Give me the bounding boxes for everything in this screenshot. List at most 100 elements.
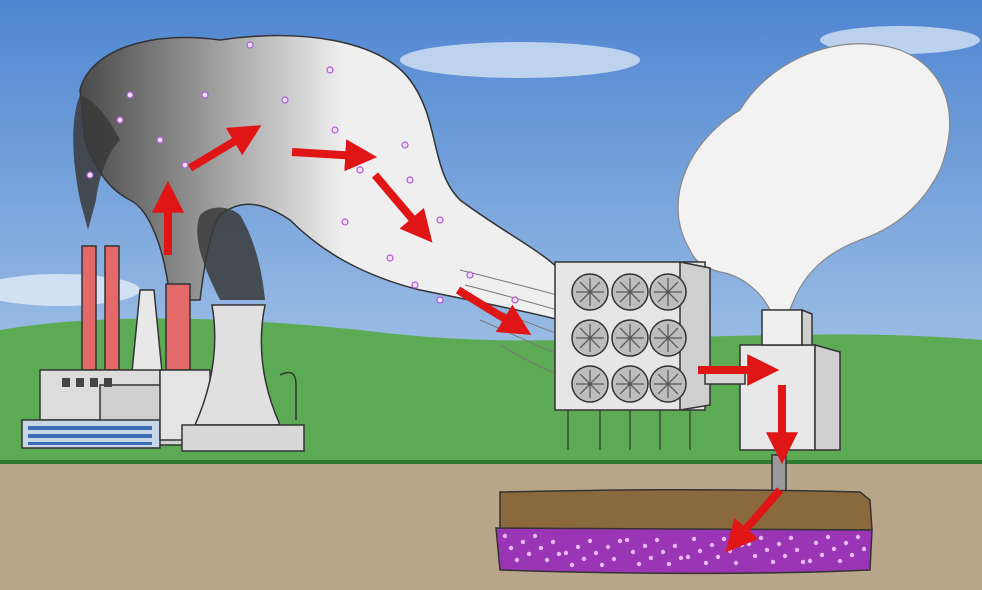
red-arrow-icon xyxy=(187,125,262,172)
stored-co2-particle xyxy=(599,562,605,568)
stored-co2-particle xyxy=(770,559,776,565)
co2-particle xyxy=(201,91,209,99)
stored-co2-particle xyxy=(764,547,770,553)
stored-co2-particle xyxy=(502,533,508,539)
stored-co2-particle xyxy=(581,556,587,562)
stored-co2-particle xyxy=(739,542,745,548)
co2-particle xyxy=(356,166,364,174)
stored-co2-particle xyxy=(758,535,764,541)
capture-unit xyxy=(554,261,711,450)
co2-particle xyxy=(281,96,289,104)
stored-co2-particle xyxy=(514,557,520,563)
stored-co2-particle xyxy=(520,539,526,545)
flow-arrows xyxy=(152,125,798,553)
fan-icon xyxy=(649,319,687,357)
stored-co2-particle xyxy=(813,540,819,546)
clean-air-plume xyxy=(677,43,951,311)
fan-icon xyxy=(611,273,649,311)
stored-co2-particle xyxy=(587,538,593,544)
stored-co2-particle xyxy=(611,556,617,562)
stored-co2-particle xyxy=(685,554,691,560)
stored-co2-particle xyxy=(788,535,794,541)
co2-particle xyxy=(411,281,419,289)
stored-co2-particle xyxy=(849,552,855,558)
fan-icon xyxy=(649,273,687,311)
co2-particle xyxy=(126,91,134,99)
red-arrow-icon xyxy=(371,172,433,243)
stored-co2-particle xyxy=(538,545,544,551)
stored-co2-particle xyxy=(544,557,550,563)
fan-icon xyxy=(611,365,649,403)
stored-co2-particle xyxy=(733,560,739,566)
stored-co2-particle xyxy=(550,539,556,545)
stored-co2-particle xyxy=(709,542,715,548)
stored-co2-particle xyxy=(532,533,538,539)
stored-co2-particle xyxy=(569,562,575,568)
stored-co2-particle xyxy=(782,553,788,559)
co2-particle xyxy=(436,296,444,304)
stored-co2-particle xyxy=(721,536,727,542)
stored-co2-particle xyxy=(697,548,703,554)
stored-co2-particle xyxy=(678,555,684,561)
smoke-plume xyxy=(73,34,561,321)
stored-co2-particle xyxy=(691,536,697,542)
co2-particles xyxy=(86,41,867,568)
stored-co2-particle xyxy=(624,537,630,543)
co2-particle xyxy=(401,141,409,149)
fan-icon xyxy=(611,319,649,357)
red-arrow-icon xyxy=(291,139,378,172)
co2-particle xyxy=(86,171,94,179)
stored-co2-particle xyxy=(642,543,648,549)
sky-clouds xyxy=(0,26,980,306)
co2-particle xyxy=(331,126,339,134)
fan-grid xyxy=(571,273,687,403)
stored-co2-particle xyxy=(630,549,636,555)
co2-particle xyxy=(246,41,254,49)
stored-co2-particle xyxy=(727,548,733,554)
stored-co2-particle xyxy=(666,561,672,567)
stored-co2-particle xyxy=(831,546,837,552)
stored-co2-particle xyxy=(605,544,611,550)
red-arrow-icon xyxy=(725,487,784,553)
stored-co2-particle xyxy=(526,551,532,557)
factory xyxy=(21,304,305,452)
co2-particle xyxy=(156,136,164,144)
stored-co2-particle xyxy=(855,534,861,540)
fan-icon xyxy=(571,319,609,357)
stored-co2-particle xyxy=(752,553,758,559)
stored-co2-particle xyxy=(703,560,709,566)
fan-icon xyxy=(571,365,609,403)
stored-co2-particle xyxy=(776,541,782,547)
stored-co2-particle xyxy=(672,543,678,549)
stored-co2-particle xyxy=(508,545,514,551)
fan-icon xyxy=(571,273,609,311)
stored-co2-particle xyxy=(819,552,825,558)
stored-co2-particle xyxy=(794,547,800,553)
co2-particle xyxy=(386,254,394,262)
co2-particle xyxy=(436,216,444,224)
co2-particle xyxy=(181,161,189,169)
stored-co2-particle xyxy=(636,561,642,567)
stored-co2-particle xyxy=(861,546,867,552)
stored-co2-particle xyxy=(563,550,569,556)
co2-particle xyxy=(511,296,519,304)
stored-co2-particle xyxy=(715,554,721,560)
stored-co2-particle xyxy=(648,555,654,561)
stored-co2-particle xyxy=(837,558,843,564)
stored-co2-particle xyxy=(575,544,581,550)
co2-particle xyxy=(116,116,124,124)
fan-icon xyxy=(649,365,687,403)
stored-co2-particle xyxy=(800,559,806,565)
stored-co2-particle xyxy=(660,549,666,555)
co2-particle xyxy=(466,271,474,279)
co2-particle xyxy=(341,218,349,226)
stored-co2-particle xyxy=(617,538,623,544)
stored-co2-particle xyxy=(843,540,849,546)
stored-co2-particle xyxy=(746,541,752,547)
red-arrow-icon xyxy=(455,286,532,336)
stored-co2-particle xyxy=(556,551,562,557)
stored-co2-particle xyxy=(807,558,813,564)
co2-particle xyxy=(326,66,334,74)
stored-co2-particle xyxy=(593,550,599,556)
